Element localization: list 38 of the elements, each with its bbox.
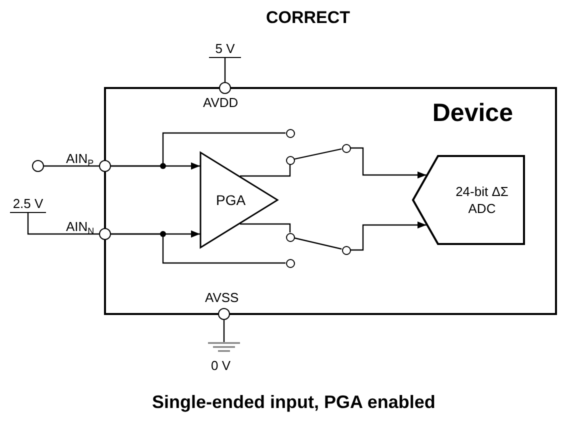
connector-line: [223, 320, 225, 342]
device-title: Device: [432, 99, 513, 127]
terminal-circle: [219, 82, 231, 94]
terminal-circle: [32, 160, 44, 172]
amplifier-label: PGA: [216, 192, 246, 208]
terminal-circle: [342, 144, 350, 152]
terminal-circle: [286, 156, 294, 164]
connector-line: [27, 213, 99, 235]
connector-line: [224, 58, 226, 82]
terminal-circle: [286, 128, 294, 138]
amplifier-triangle: [200, 152, 278, 248]
connector-line: [294, 237, 342, 250]
diagram-title: CORRECT: [266, 8, 350, 28]
voltage-label: 5 V: [209, 42, 241, 58]
terminal-circle: [342, 246, 350, 254]
connector-line: [350, 221, 426, 251]
pin-label: AIN$_{P}$: [66, 151, 94, 166]
diagram-caption: Single-ended input, PGA enabled: [152, 391, 436, 413]
terminal-circle: [99, 160, 111, 172]
pin-label: AVSS: [205, 290, 239, 305]
connector-line: [240, 223, 291, 232]
connector-line: [294, 148, 342, 160]
connector-line: [350, 147, 426, 179]
terminal-circle: [218, 308, 230, 320]
voltage-label: 0 V: [211, 358, 231, 373]
voltage-label: 2.5 V: [10, 197, 46, 213]
connector-line: [111, 233, 286, 264]
ground-symbol: [208, 342, 240, 355]
connector-line: [111, 132, 286, 167]
pin-label: AVDD: [203, 95, 238, 110]
terminal-circle: [99, 228, 111, 240]
device-outline: [104, 87, 557, 315]
connector-line: [240, 164, 291, 177]
adc-block: [412, 155, 525, 245]
terminal-circle: [286, 258, 294, 268]
block-label: 24-bit ΔΣ ADC: [454, 183, 510, 217]
connector-line: [44, 165, 99, 167]
terminal-circle: [286, 232, 294, 242]
